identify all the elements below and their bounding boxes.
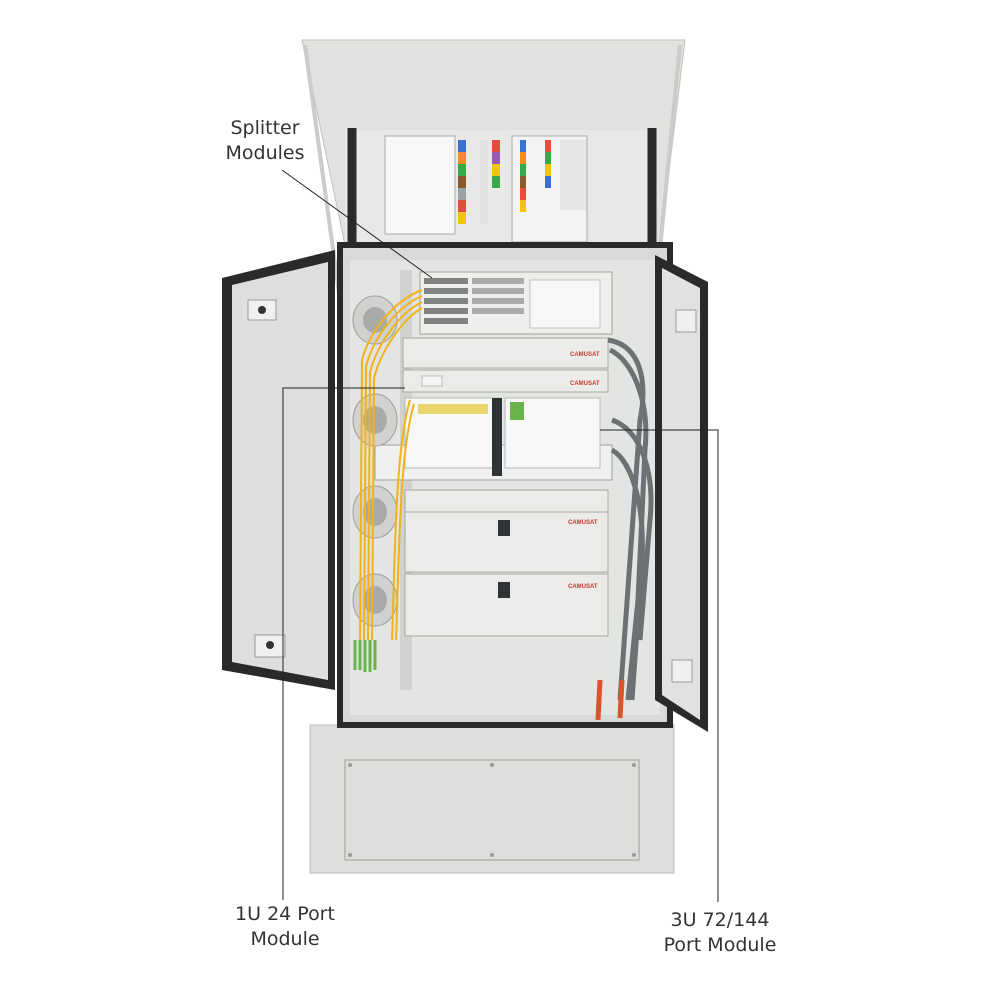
splice-tray-shelf bbox=[374, 397, 613, 481]
splitter-modules-label: Splitter Modules bbox=[225, 117, 305, 164]
one-u-port-module-label: 1U 24 Port Module bbox=[235, 903, 335, 950]
cabinet-base bbox=[309, 724, 675, 874]
brand-text: CAMUSAT bbox=[568, 584, 598, 590]
splitter-modules bbox=[419, 271, 613, 335]
three-u-port-module-label: 3U 72/144 Port Module bbox=[663, 909, 777, 956]
brand-text: CAMUSAT bbox=[570, 381, 600, 387]
three-u-leader-line bbox=[600, 429, 719, 902]
splitter-leader-line bbox=[281, 169, 433, 279]
three-u-modules: CAMUSAT CAMUSAT bbox=[404, 489, 609, 637]
left-door bbox=[222, 250, 335, 690]
cabinet-lid bbox=[301, 39, 686, 301]
gray-cables bbox=[595, 337, 654, 721]
fiber-patch-cords bbox=[353, 289, 423, 672]
one-u-modules: CAMUSAT CAMUSAT bbox=[402, 337, 609, 393]
one-u-leader-line bbox=[282, 387, 405, 900]
right-door bbox=[655, 255, 708, 732]
brand-text: CAMUSAT bbox=[570, 352, 600, 358]
leader-lines bbox=[281, 169, 719, 902]
color-chart-right bbox=[520, 140, 551, 212]
color-chart-left bbox=[458, 140, 500, 224]
brand-text: CAMUSAT bbox=[568, 520, 598, 526]
